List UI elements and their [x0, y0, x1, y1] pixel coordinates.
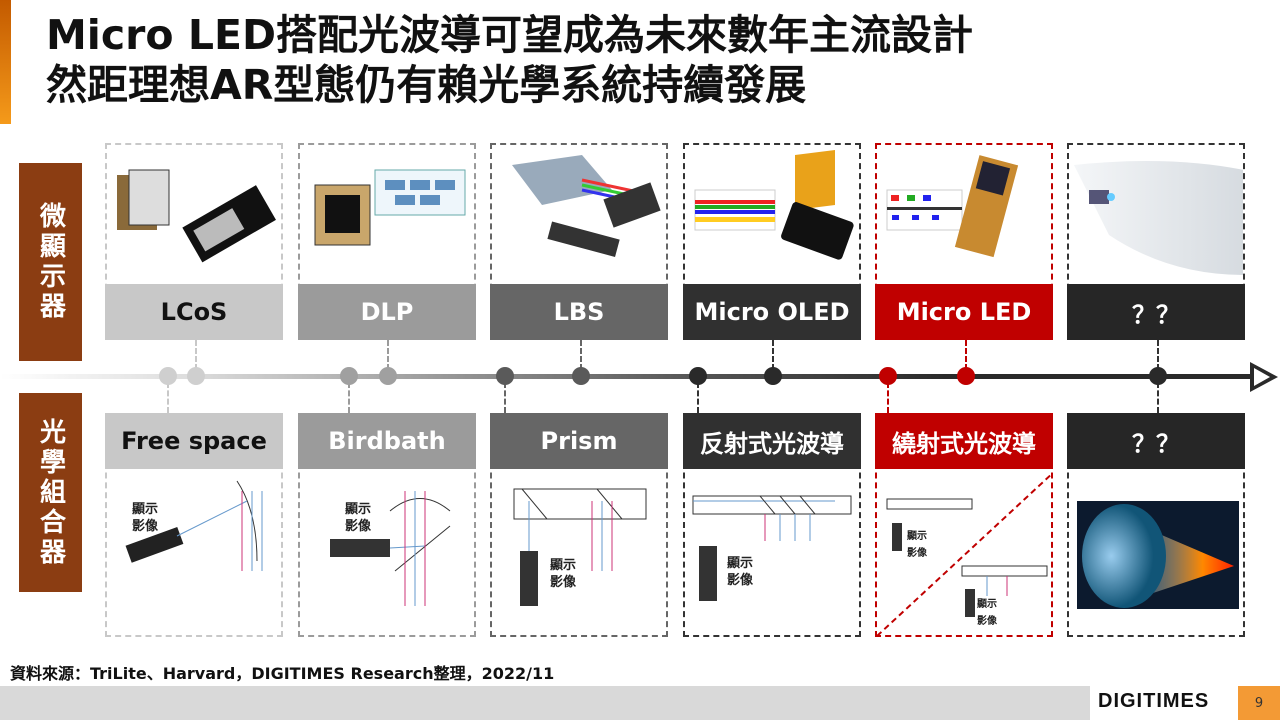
optical-combiner-label: ？？: [1067, 413, 1245, 469]
display-image-label: 顯示 影像: [132, 502, 159, 534]
optical-combiner-label: Prism: [490, 413, 668, 469]
micro-display-label: ？？: [1067, 284, 1245, 340]
micro-display-image: [314, 169, 466, 246]
optical-combiner-label: Free space: [105, 413, 283, 469]
micro-display-label: Micro LED: [875, 284, 1053, 340]
micro-display-label: Micro OLED: [683, 284, 861, 340]
optical-combiner-label: 反射式光波導: [683, 413, 861, 469]
side-label-optical-combiner: 光學組合器: [19, 393, 82, 592]
connector-line: [504, 382, 506, 413]
optical-combiner-diagram: 顯示 影像: [492, 471, 666, 635]
digitimes-logo: DIGITIMES: [1098, 690, 1210, 712]
connector-line: [887, 382, 889, 413]
optical-combiner-card: Prism 顯示 影像: [490, 413, 668, 637]
micro-display-image: [886, 155, 1019, 258]
display-image-label: 顯示 影像: [727, 556, 754, 588]
micro-display-image: [512, 155, 661, 257]
micro-display-card: ？？: [1067, 143, 1245, 340]
micro-display-card: LCoS: [105, 143, 283, 340]
connector-line: [772, 340, 774, 370]
connector-line: [697, 382, 699, 413]
side-label-micro-display: 微顯示器: [19, 163, 82, 361]
optical-combiner-label: Birdbath: [298, 413, 476, 469]
optical-combiner-card: 繞射式光波導顯示 影像顯示 影像: [875, 413, 1053, 637]
optical-combiner-card: ？？: [1067, 413, 1245, 637]
timeline-axis: [0, 374, 1262, 379]
connector-line: [195, 340, 197, 370]
optical-combiner-diagram: 顯示 影像: [107, 471, 281, 635]
connector-line: [580, 340, 582, 370]
micro-display-image: [694, 150, 854, 260]
micro-display-image: [117, 169, 276, 263]
timeline-dot: [879, 367, 897, 385]
micro-display-card: LBS: [490, 143, 668, 340]
connector-line: [1157, 382, 1159, 413]
timeline-dot: [957, 367, 975, 385]
optical-combiner-diagram: [1069, 471, 1243, 635]
timeline-dot: [187, 367, 205, 385]
footer-bar: [0, 686, 1090, 720]
optical-combiner-diagram: 顯示 影像: [300, 471, 474, 635]
micro-display-label: LBS: [490, 284, 668, 340]
display-image-label: 顯示 影像: [907, 531, 927, 559]
page-title: Micro LED搭配光波導可望成為未來數年主流設計 然距理想AR型態仍有賴光學…: [46, 10, 973, 110]
optical-combiner-card: Free space 顯示 影像: [105, 413, 283, 637]
title-line-1: Micro LED搭配光波導可望成為未來數年主流設計: [46, 11, 973, 59]
timeline-dot: [379, 367, 397, 385]
optical-combiner-diagram: 顯示 影像顯示 影像: [877, 471, 1051, 637]
title-line-2: 然距理想AR型態仍有賴光學系統持續發展: [46, 61, 807, 109]
optical-combiner-card: Birdbath 顯示 影像: [298, 413, 476, 637]
timeline-dot: [572, 367, 590, 385]
connector-line: [167, 382, 169, 413]
timeline-dot: [340, 367, 358, 385]
title-accent-bar: [0, 0, 11, 124]
optical-combiner-diagram: 顯示 影像: [685, 471, 859, 635]
display-image-label: 顯示 影像: [977, 599, 997, 627]
connector-line: [965, 340, 967, 370]
micro-display-card: Micro OLED: [683, 143, 861, 340]
connector-line: [348, 382, 350, 413]
timeline-dot: [496, 367, 514, 385]
display-image-label: 顯示 影像: [550, 558, 577, 590]
timeline-dot: [689, 367, 707, 385]
micro-display-card: DLP: [298, 143, 476, 340]
timeline-dot: [764, 367, 782, 385]
timeline-dot: [159, 367, 177, 385]
timeline-dot: [1149, 367, 1167, 385]
connector-line: [387, 340, 389, 370]
micro-display-label: LCoS: [105, 284, 283, 340]
timeline-arrow-icon: [1250, 362, 1278, 392]
connector-line: [1157, 340, 1159, 370]
micro-display-label: DLP: [298, 284, 476, 340]
optical-combiner-card: 反射式光波導顯示 影像: [683, 413, 861, 637]
display-image-label: 顯示 影像: [345, 502, 372, 534]
micro-display-card: Micro LED: [875, 143, 1053, 340]
page-number: 9: [1238, 686, 1280, 720]
source-note: 資料來源：TriLite、Harvard，DIGITIMES Research整…: [10, 664, 555, 683]
optical-combiner-label: 繞射式光波導: [875, 413, 1053, 469]
micro-display-image: [1074, 161, 1243, 275]
